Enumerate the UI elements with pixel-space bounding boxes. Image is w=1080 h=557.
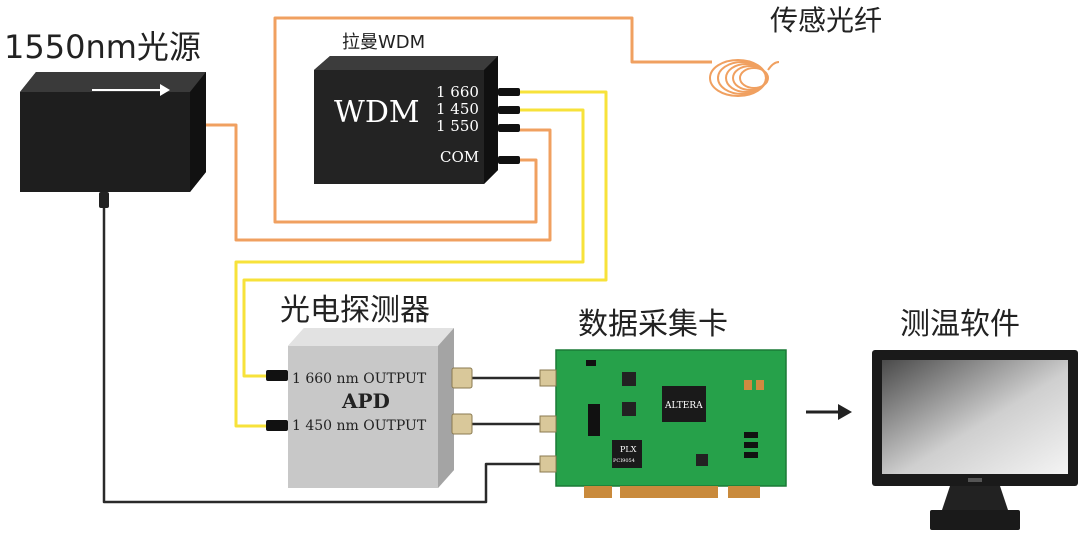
apd-output-1660: 1 660 nm OUTPUT bbox=[292, 371, 427, 387]
fiber-wdm-to-sensing bbox=[273, 16, 712, 224]
wdm-title: 拉曼WDM bbox=[342, 32, 425, 53]
sensing-fiber-label: 传感光纤 bbox=[770, 4, 882, 37]
daq-label: 数据采集卡 bbox=[578, 307, 728, 342]
arrowhead-icon bbox=[160, 84, 170, 96]
wdm-module bbox=[314, 56, 520, 184]
fiber-wdm1660-to-apd bbox=[242, 90, 608, 378]
wdm-port-1550: 1 550 bbox=[436, 117, 479, 135]
arrow-right-icon bbox=[806, 404, 852, 420]
software-label: 测温软件 bbox=[900, 307, 1020, 342]
chip-plx-text-2: PCI9054 bbox=[613, 458, 635, 464]
apd-module bbox=[266, 328, 473, 488]
detector-label: 光电探测器 bbox=[280, 293, 430, 328]
daq-card bbox=[539, 349, 787, 498]
chip-altera-text: ALTERA bbox=[664, 401, 703, 411]
wdm-port-com: COM bbox=[440, 148, 479, 166]
chip-plx bbox=[612, 440, 642, 468]
wdm-port-1660: 1 660 bbox=[436, 83, 479, 101]
chip-altera bbox=[662, 386, 706, 422]
laser-label: 1550nm光源 bbox=[4, 28, 201, 66]
fiber-wdm1450-to-apd bbox=[234, 108, 585, 428]
wdm-port-1450: 1 450 bbox=[436, 100, 479, 118]
sma-connector-2 bbox=[451, 413, 473, 435]
laser-source bbox=[20, 72, 206, 208]
connections bbox=[102, 16, 712, 504]
chip-plx-text-1: PLX bbox=[620, 445, 637, 454]
apd-name: APD bbox=[341, 389, 390, 413]
fiber-coil-icon bbox=[709, 59, 780, 97]
monitor-icon bbox=[872, 350, 1078, 530]
cable-laser-to-daq bbox=[102, 208, 542, 504]
wdm-name: WDM bbox=[334, 95, 420, 130]
fiber-laser-to-wdm bbox=[202, 123, 552, 242]
apd-output-1450: 1 450 nm OUTPUT bbox=[292, 418, 427, 434]
sma-connector-1 bbox=[451, 367, 473, 389]
